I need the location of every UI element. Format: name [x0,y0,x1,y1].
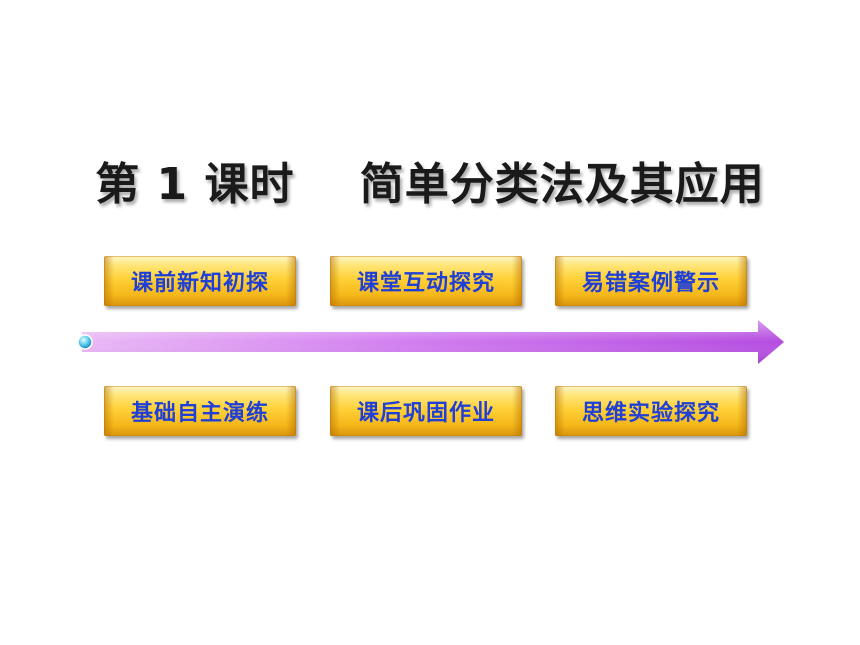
lesson-title: 第 1 课时 简单分类法及其应用 [95,159,765,210]
thinking-experiment-button[interactable]: 思维实验探究 [555,386,747,436]
right-arrow-icon [77,320,784,364]
thinking-experiment-label: 思维实验探究 [581,401,720,426]
error-warning-button[interactable]: 易错案例警示 [555,256,747,306]
classroom-inquiry-button[interactable]: 课堂互动探究 [330,256,522,306]
blue-dot-icon [77,334,93,350]
error-warning-label: 易错案例警示 [581,271,720,296]
pre-class-preview-button[interactable]: 课前新知初探 [104,256,296,306]
homework-label: 课后巩固作业 [356,401,495,426]
basic-practice-label: 基础自主演练 [130,401,269,426]
basic-practice-button[interactable]: 基础自主演练 [104,386,296,436]
pre-class-preview-label: 课前新知初探 [130,271,269,296]
homework-button[interactable]: 课后巩固作业 [330,386,522,436]
classroom-inquiry-label: 课堂互动探究 [356,271,495,296]
